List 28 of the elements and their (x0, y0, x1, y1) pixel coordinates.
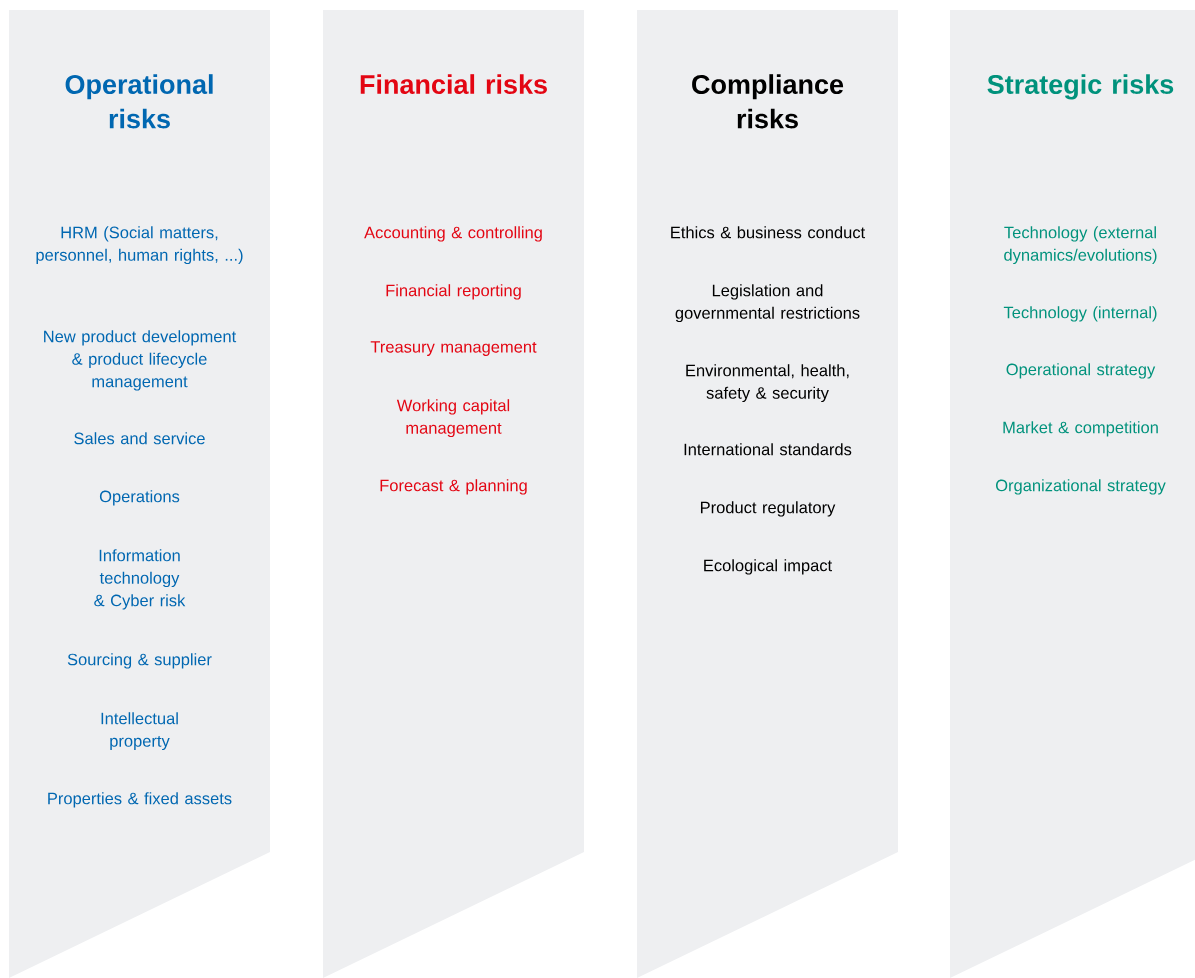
list-item: Operational strategy (1006, 363, 1156, 379)
column-heading: Financial risks (360, 74, 547, 94)
list-item: New product development & product lifecycle management (44, 330, 237, 391)
column-heading: Strategic risks (987, 74, 1174, 100)
list-item: Operations (99, 490, 180, 506)
list-item: HRM (Social matters, personnel, human rights, ...) (36, 226, 243, 265)
list-item: Information technology & Cyber risk (94, 549, 186, 610)
list-item: Financial reporting (386, 284, 521, 300)
list-item: Sales and service (74, 432, 205, 445)
list-item: Organizational strategy (996, 479, 1166, 495)
list-item: Forecast & planning (380, 479, 527, 495)
list-item: Environmental, health, safety & security (686, 364, 849, 403)
list-item: Market & competition (1003, 421, 1158, 437)
list-item: Product regulatory (701, 501, 836, 517)
list-item: International standards (684, 443, 852, 456)
list-item: Technology (internal) (1003, 306, 1157, 322)
list-item: Properties & fixed assets (48, 792, 232, 808)
list-item: Accounting & controlling (364, 226, 542, 242)
list-item: Technology (external dynamics/evolutions) (1004, 226, 1157, 265)
list-item: Ethics & business conduct (671, 226, 865, 239)
list-item: Treasury management (370, 341, 537, 356)
column-heading: Operational risks (65, 74, 213, 129)
list-item: Working capital management (396, 399, 510, 438)
column-heading: Compliance risks (692, 74, 844, 129)
list-item: Intellectual property (101, 712, 178, 751)
list-item: Legislation and governmental restrictions (675, 284, 860, 323)
list-item: Ecological impact (704, 559, 832, 575)
list-item: Sourcing & supplier (67, 653, 212, 669)
